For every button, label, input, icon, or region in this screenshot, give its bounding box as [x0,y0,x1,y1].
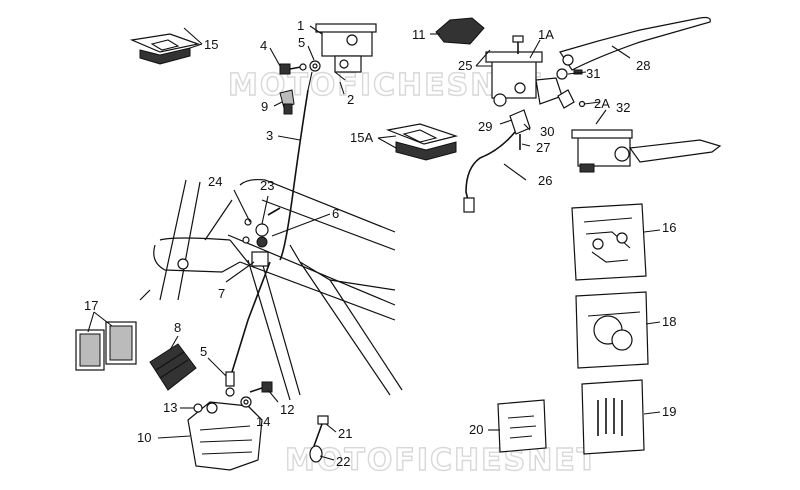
label-12: 12 [280,402,294,417]
bolt-4 [279,63,307,75]
reservoir-cap-11 [435,17,485,45]
reservoir-cap-15 [129,33,201,65]
label-17: 17 [84,298,98,313]
label-16: 16 [662,220,676,235]
label-15a: 15A [350,130,373,145]
kit-bag-16 [571,203,647,281]
kit-bag-18 [575,291,649,369]
reservoir-cap-15a [385,123,459,161]
label-13: 13 [163,400,177,415]
banjo-5-bottom [225,371,235,397]
kit-bag-20 [497,399,547,453]
label-24: 24 [208,174,222,189]
master-cylinder-32 [571,129,722,173]
label-15: 15 [204,37,218,52]
label-4: 4 [260,38,267,53]
front-master-cylinder-1a [485,51,563,107]
switch-31 [556,68,583,80]
label-7: 7 [218,286,225,301]
label-5-top: 5 [298,35,305,50]
washer-14 [240,396,252,408]
label-6: 6 [332,206,339,221]
label-5-bottom: 5 [200,344,207,359]
bleed-nipple-9 [279,89,295,115]
switch-29-30-27 [509,109,531,150]
label-22: 22 [336,454,350,469]
watermark-bottom: MOTOFICHESNET [285,443,599,478]
label-30: 30 [540,124,554,139]
label-29: 29 [478,119,492,134]
kit-bag-19 [581,379,645,455]
label-2: 2 [347,92,354,107]
label-1a: 1A [538,27,554,42]
clamp-2a [557,89,586,109]
label-11: 11 [412,27,426,42]
leader-lines [87,25,661,461]
lower-brake-hose [231,261,271,373]
caliper-10 [187,401,263,471]
cable-connector [463,197,475,213]
label-25: 25 [458,58,472,73]
label-3: 3 [266,128,273,143]
washer-13 [193,403,203,413]
banjo-5-top [307,60,321,91]
part-labels: 15 1 4 5 2 9 3 11 1A 25 31 28 2A 32 15A … [84,18,676,469]
label-26: 26 [538,173,552,188]
label-32: 32 [616,100,630,115]
label-14: 14 [256,414,270,429]
label-1: 1 [297,18,304,33]
label-18: 18 [662,314,676,329]
screw-top-front [512,35,524,54]
pad-spring-8 [149,343,197,391]
frame-drawing [139,178,403,401]
brake-hose-3 [279,89,309,261]
label-2a: 2A [594,96,610,111]
brake-pads-17 [75,321,137,371]
bolt-12 [249,381,273,393]
label-27: 27 [536,140,550,155]
label-21: 21 [338,426,352,441]
fittings-23-24-6-7 [244,207,281,267]
switch-cable-26 [465,131,516,201]
rear-master-cylinder [315,23,377,81]
label-31: 31 [586,66,600,81]
bleed-21-22 [309,415,329,463]
label-8: 8 [174,320,181,335]
label-19: 19 [662,404,676,419]
label-20: 20 [469,422,483,437]
label-28: 28 [636,58,650,73]
label-23: 23 [260,178,274,193]
front-lever-28 [559,16,711,71]
label-10: 10 [137,430,151,445]
label-9: 9 [261,99,268,114]
